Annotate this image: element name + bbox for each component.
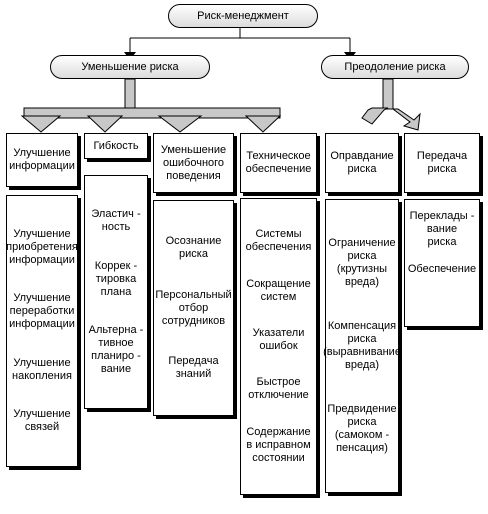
list-item: Системы обеспечения [245,228,312,254]
list-item: Быстрое отключение [248,376,309,402]
group-header-error-behaviour: Уменьшение ошибочного поведения [153,133,234,193]
branch-risk-overcoming: Преодоление риска [321,55,469,79]
group-header-justification: Оправдание риска [325,133,399,193]
group-panel-flexibility: Эластич - ность Коррек - тировка плана А… [84,175,148,409]
list-item: Осознание риска [165,234,222,260]
list-item: Указатели ошибок [252,326,305,352]
list-item: Компенсация риска (выравнивание вреда) [323,320,401,371]
list-item: Содержание в исправном состоянии [246,425,311,464]
list-item: Улучшение связей [13,408,71,434]
root-node: Риск-менеджмент [168,4,318,28]
list-item: Эластич - ность [91,207,141,233]
list-item: Передача знаний [168,355,219,381]
group-header-transfer: Передача риска [404,133,480,193]
group-panel-justification: Ограничение риска (крутизны вреда) Компе… [323,199,401,493]
list-item: Сокращение систем [246,277,311,303]
group-panel-technical: Системы обеспечения Сокращение систем Ук… [240,198,317,495]
list-item: Обеспечение [407,263,477,275]
list-item: Улучшение накопления [12,356,72,382]
list-item: Коррек - тировка плана [94,259,138,298]
list-item: Альтерна - тивное планиро - вание [88,324,144,376]
list-item: Улучшение приобретения информации [6,227,78,266]
group-panel-error-behaviour: Осознание риска Персональный отбор сотру… [153,200,234,416]
group-panel-transfer: Переклады - вание риска Обеспечение [404,199,480,327]
group-header-flexibility: Гибкость [84,133,148,159]
list-item: Переклады - вание риска [409,210,475,248]
group-header-technical: Техническое обеспечение [240,133,317,193]
list-item: Улучшение переработки информации [9,292,75,331]
branch-risk-reduction: Уменьшение риска [50,55,210,79]
list-item: Ограничение риска (крутизны вреда) [328,237,396,288]
list-item: Предвидение риска (самоком - пенсация) [327,403,397,454]
group-header-information: Улучшение информации [6,133,78,187]
group-panel-information: Улучшение приобретения информации Улучше… [6,195,78,467]
list-item: Персональный отбор сотрудников [155,288,232,327]
